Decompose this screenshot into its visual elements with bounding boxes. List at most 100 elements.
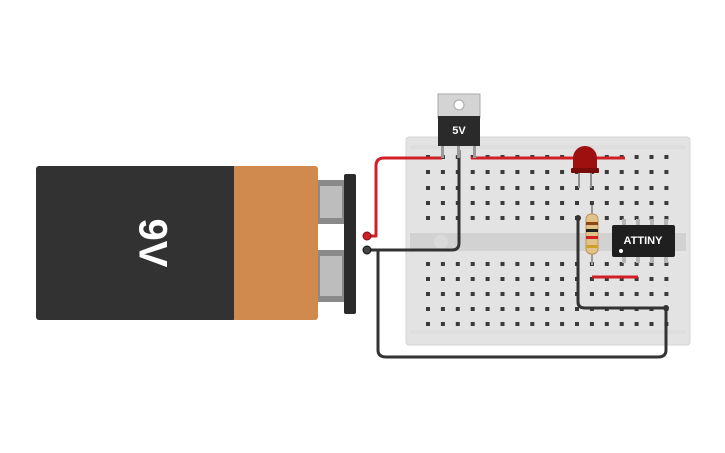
breadboard-hole [426,307,430,311]
wire-black-loop[interactable] [376,250,668,359]
breadboard-hole [500,307,505,311]
breadboard-hole [545,186,550,190]
breadboard-hole [634,322,639,326]
breadboard-hole [426,170,430,174]
breadboard-hole [560,216,565,220]
breadboard-hole [500,216,505,220]
breadboard-hole [515,216,520,220]
breadboard-hole [589,322,594,326]
resistor[interactable] [585,205,599,265]
breadboard-hole [426,201,430,205]
wire-black-ground[interactable] [366,150,461,252]
wire-black-resistor[interactable] [576,218,666,310]
lead-tip-negative [362,245,372,255]
breadboard-hole [560,170,565,174]
breadboard-hole [440,277,445,281]
battery-body [36,166,236,320]
breadboard-hole [560,201,565,205]
breadboard-hole [664,186,669,190]
breadboard-hole [649,186,654,190]
red-led[interactable] [571,146,599,188]
breadboard-hole [426,186,430,190]
breadboard-hole [515,262,520,266]
breadboard-hole [619,277,624,281]
breadboard-hole [455,307,460,311]
breadboard-hole [470,292,475,296]
breadboard-hole [470,216,475,220]
breadboard-hole [500,262,505,266]
breadboard-hole [619,292,624,296]
breadboard-hole [515,186,520,190]
breadboard-hole [649,322,654,326]
breadboard-hole [545,170,550,174]
breadboard-hole [634,201,639,205]
breadboard-hole [500,170,505,174]
breadboard-hole [545,322,550,326]
lead-tip-positive [362,231,372,241]
breadboard-hole [470,262,475,266]
breadboard-hole [500,277,505,281]
wire-red-battery[interactable] [366,156,442,238]
breadboard-hole [440,262,445,266]
voltage-regulator-5v[interactable]: 5V [437,93,481,158]
breadboard-hole [664,201,669,205]
breadboard-hole [619,216,624,220]
breadboard-hole [455,277,460,281]
battery-cap [234,166,318,320]
breadboard-hole [440,307,445,311]
breadboard-hole [500,201,505,205]
breadboard-hole [634,155,639,159]
breadboard-hole [545,216,550,220]
breadboard-hole [664,155,669,159]
breadboard-hole [575,322,579,326]
breadboard-hole [664,277,669,281]
attiny-chip[interactable]: ATTINY [612,219,675,263]
breadboard-hole [485,170,490,174]
breadboard-hole [649,292,654,296]
breadboard-hole [485,201,490,205]
breadboard-hole [589,292,594,296]
battery-label: 9V [130,219,174,268]
breadboard-hole [530,262,535,266]
breadboard-hole [560,262,565,266]
breadboard-hole [575,186,579,190]
breadboard-hole [545,307,550,311]
breadboard-hole [500,292,505,296]
breadboard-hole [545,262,550,266]
chip-body [612,225,675,257]
breadboard-hole [470,277,475,281]
breadboard-hole [470,170,475,174]
breadboard-hole [530,292,535,296]
breadboard-hole [560,186,565,190]
breadboard-hole [619,262,624,266]
breadboard-hole [470,322,475,326]
breadboard-hole [664,170,669,174]
chip-label: ATTINY [624,235,664,247]
breadboard-hole [649,170,654,174]
breadboard-hole [455,292,460,296]
breadboard-hole [455,262,460,266]
breadboard-hole [649,216,654,220]
breadboard-hole [485,262,490,266]
battery-9v[interactable]: 9V [36,166,356,320]
breadboard-hole [500,322,505,326]
breadboard-hole [649,262,654,266]
breadboard-hole [545,201,550,205]
breadboard-hole [530,216,535,220]
breadboard-hole [664,216,669,220]
breadboard-hole [426,292,430,296]
breadboard-hole [649,277,654,281]
breadboard-hole [485,277,490,281]
breadboard-hole [515,277,520,281]
breadboard-hole [634,292,639,296]
breadboard-hole [604,262,609,266]
breadboard-hole [545,292,550,296]
breadboard-hole [634,216,639,220]
breadboard-hole [619,170,624,174]
breadboard-hole [604,170,609,174]
breadboard-hole [426,216,430,220]
breadboard-hole [455,322,460,326]
breadboard-hole [470,201,475,205]
breadboard-hole [604,277,609,281]
breadboard-hole [485,307,490,311]
